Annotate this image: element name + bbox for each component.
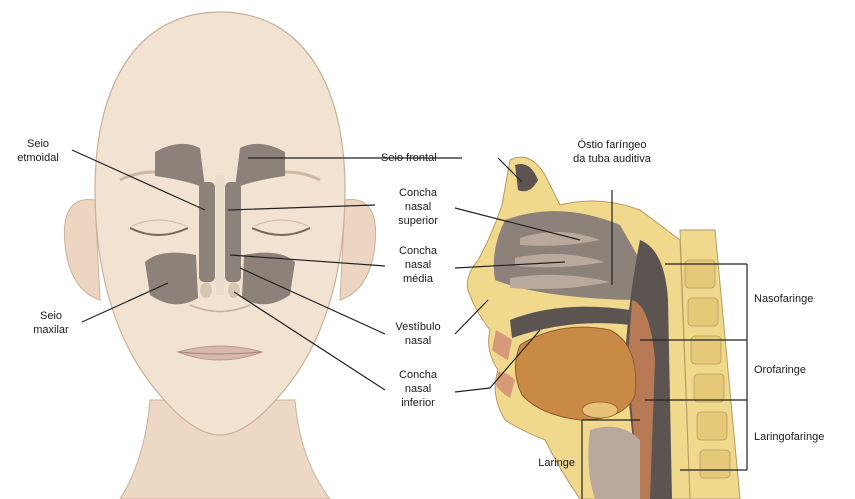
label-seio-etmoidal: Seio etmoidal: [4, 137, 72, 165]
ethmoid-sinus: [199, 182, 215, 282]
label-concha-nasal-inferior: Concha nasal inferior: [380, 368, 456, 410]
label-concha-nasal-superior: Concha nasal superior: [380, 186, 456, 228]
maxillary-sinus-left: [145, 253, 198, 305]
front-face: [64, 12, 375, 499]
larynx: [588, 427, 640, 499]
label-ostio-faringeo: Óstio faríngeo da tuba auditiva: [552, 138, 672, 166]
label-laringe: Laringe: [505, 456, 575, 470]
sagittal-section: [467, 157, 740, 499]
label-laringofaringe: Laringofaringe: [754, 430, 854, 444]
right-ear: [340, 200, 376, 300]
label-orofaringe: Orofaringe: [754, 363, 854, 377]
left-ear: [64, 200, 100, 300]
maxillary-sinus-right: [242, 253, 295, 305]
label-nasofaringe: Nasofaringe: [754, 292, 854, 306]
nasal-septum: [216, 175, 224, 295]
label-vestibulo-nasal: Vestíbulo nasal: [380, 320, 456, 348]
label-seio-frontal: Seio frontal: [381, 151, 476, 165]
label-seio-maxilar: Seio maxilar: [20, 309, 82, 337]
label-concha-nasal-media: Concha nasal média: [380, 244, 456, 286]
